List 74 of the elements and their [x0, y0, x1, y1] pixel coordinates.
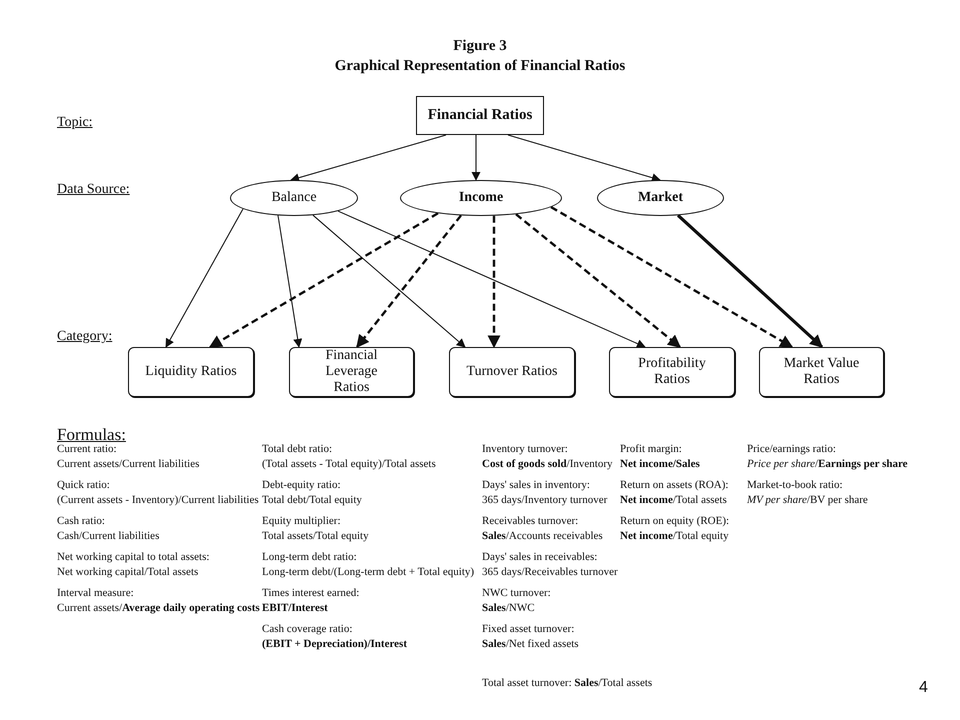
formula-text: Net income/Sales [620, 458, 700, 471]
arrow [550, 206, 794, 348]
category-box: Profitability Ratios [609, 347, 735, 397]
section-heading: Category: [57, 329, 112, 346]
formula-text: (Current assets - Inventory)/Current liabilities [57, 494, 259, 507]
formula-text: Cost of goods sold/Inventory [482, 458, 612, 471]
arrow [356, 214, 462, 348]
category-box: Liquidity Ratios [128, 347, 254, 397]
formula-text: (EBIT + Depreciation)/Interest [262, 638, 407, 651]
formula-text: Fixed asset turnover: [482, 623, 574, 636]
formula-text: Inventory turnover: [482, 443, 568, 456]
formula-text: Price/earnings ratio: [747, 443, 836, 456]
formula-text: Current assets/Average daily operating costs [57, 602, 260, 615]
formula-text: Current ratio: [57, 443, 117, 456]
formula-text: Total debt ratio: [262, 443, 332, 456]
formula-text: Equity multiplier: [262, 515, 341, 528]
category-box: Financial Leverage Ratios [289, 347, 414, 397]
formula-text: EBIT/Interest [262, 602, 328, 615]
formula-text: Total asset turnover: Sales/Total assets [482, 677, 652, 690]
formula-text: Net income/Total equity [620, 530, 729, 543]
formula-text: Sales/Net fixed assets [482, 638, 579, 651]
category-box: Market Value Ratios [759, 347, 884, 397]
section-heading: Data Source: [57, 182, 130, 198]
category-box: Turnover Ratios [449, 347, 575, 397]
formula-text: (Total assets - Total equity)/Total assets [262, 458, 436, 471]
arrow [488, 216, 500, 348]
page-number: 4 [919, 679, 928, 698]
formula-text: Sales/Accounts receivables [482, 530, 603, 543]
arrow [290, 134, 446, 182]
arrow [508, 134, 661, 182]
data-source-ellipse: Balance [230, 180, 358, 216]
formula-text: Market-to-book ratio: [747, 479, 843, 492]
formula-text: Long-term debt ratio: [262, 551, 357, 564]
formula-text: Days' sales in receivables: [482, 551, 598, 564]
data-source-ellipse: Income [400, 180, 562, 216]
formula-text: Price per share/Earnings per share [747, 458, 908, 471]
arrow [278, 214, 302, 348]
formula-text: Sales/NWC [482, 602, 535, 615]
formula-text: 365 days/Inventory turnover [482, 494, 608, 507]
formula-text: Debt-equity ratio: [262, 479, 341, 492]
formula-text: Total assets/Total equity [262, 530, 369, 543]
arrow [338, 210, 646, 348]
arrow [676, 214, 824, 348]
formula-text: Times interest earned: [262, 587, 360, 600]
formula-text: Days' sales in inventory: [482, 479, 590, 492]
section-heading: Formulas: [57, 425, 126, 444]
arrow [472, 134, 480, 181]
formula-text: Interval measure: [57, 587, 134, 600]
figure-number: Figure 3 [452, 38, 508, 56]
formula-text: Total debt/Total equity [262, 494, 362, 507]
formula-text: Cash coverage ratio: [262, 623, 352, 636]
formula-text: Cash/Current liabilities [57, 530, 160, 543]
formula-text: NWC turnover: [482, 587, 551, 600]
formula-text: MV per share/BV per share [747, 494, 868, 507]
section-heading: Topic: [57, 115, 93, 132]
formula-text: Net working capital to total assets: [57, 551, 210, 564]
topic-box: Financial Ratios [416, 96, 544, 135]
arrow [312, 214, 466, 348]
formula-text: Quick ratio: [57, 479, 110, 492]
figure-title: Graphical Representation of Financial Ratios [334, 58, 626, 75]
formula-text: Return on assets (ROA): [620, 479, 728, 492]
data-source-ellipse: Market [597, 180, 724, 216]
formula-text: Long-term debt/(Long-term debt + Total equity) [262, 566, 474, 579]
arrow [208, 212, 439, 348]
formula-text: Current assets/Current liabilities [57, 458, 200, 471]
formula-text: Profit margin: [620, 443, 682, 456]
formula-text: Receivables turnover: [482, 515, 578, 528]
formula-text: Net working capital/Total assets [57, 566, 198, 579]
arrow [515, 213, 681, 348]
formula-text: Return on equity (ROE): [620, 515, 730, 528]
formula-text: Net income/Total assets [620, 494, 727, 507]
formula-text: 365 days/Receivables turnover [482, 566, 618, 579]
arrow [166, 208, 244, 348]
formula-text: Cash ratio: [57, 515, 105, 528]
